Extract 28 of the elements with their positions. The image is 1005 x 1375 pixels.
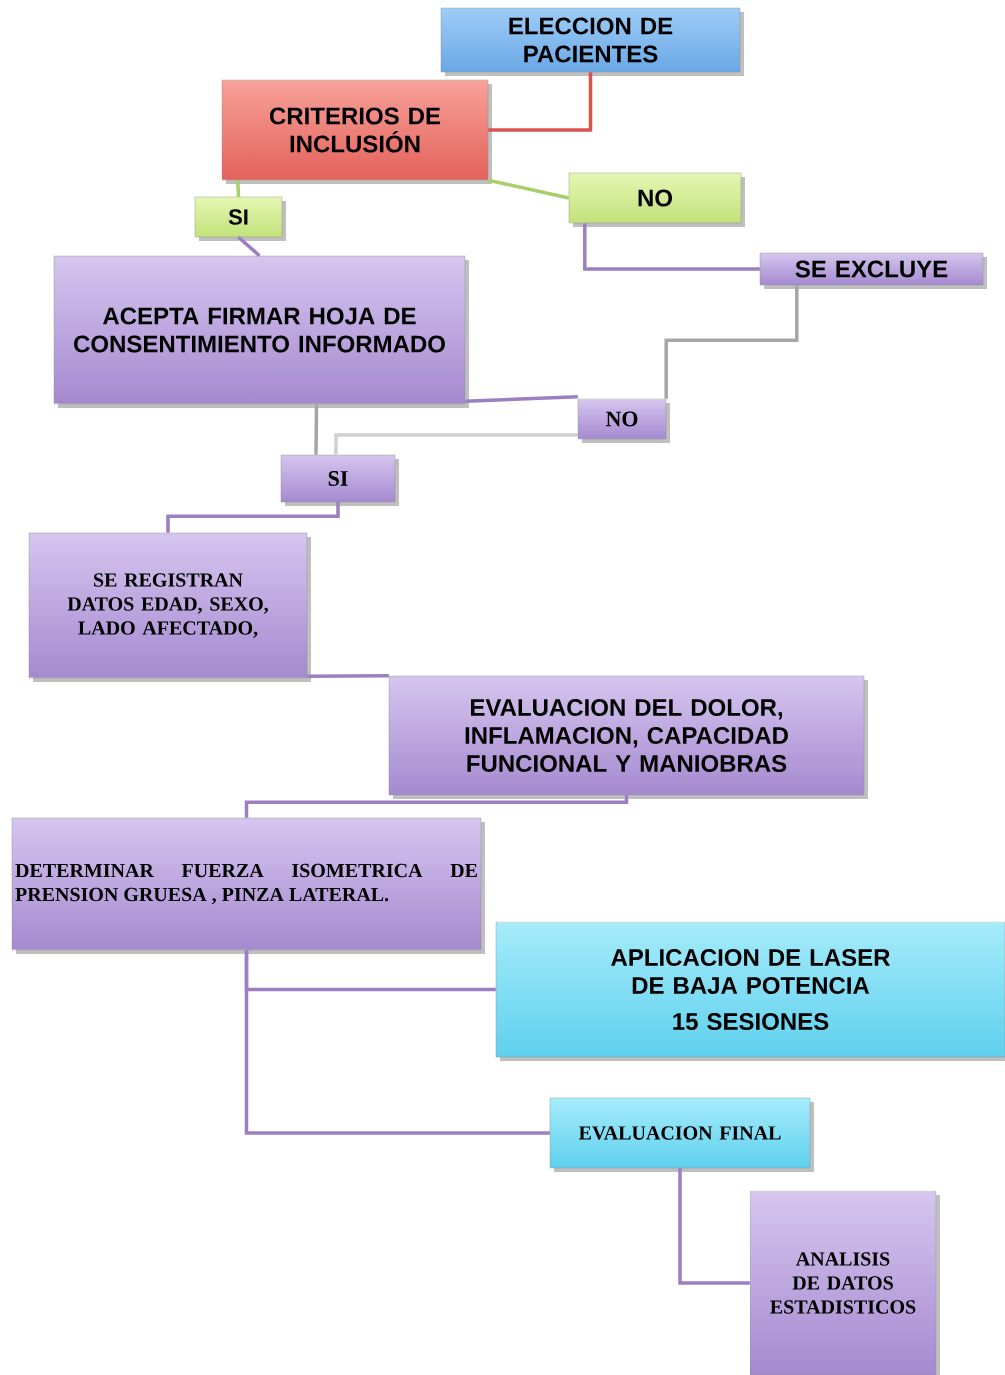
process-box: EVALUACION DEL DOLOR, INFLAMACION, CAPACIDAD FUNCIONAL Y MANIOBRAS bbox=[388, 675, 868, 799]
answer-box: SI bbox=[280, 454, 399, 506]
connector-line bbox=[488, 72, 593, 132]
connector-line bbox=[664, 285, 799, 399]
answer-box: SI bbox=[194, 196, 286, 241]
connector-line bbox=[236, 180, 241, 197]
process-box: ANALISIS DE DATOS ESTADISTICOS bbox=[749, 1190, 940, 1375]
connector-line bbox=[465, 395, 578, 403]
connector-line bbox=[307, 674, 389, 678]
process-box: EVALUACION FINAL bbox=[549, 1097, 814, 1172]
answer-box: NO bbox=[568, 172, 745, 227]
connector-line bbox=[237, 235, 261, 258]
connector-line bbox=[334, 433, 578, 455]
connector-line bbox=[244, 950, 550, 1135]
connector-line bbox=[678, 1168, 750, 1285]
process-box: DETERMINAR FUERZA ISOMETRICA DE PRENSION GRUESA , PINZA LATERAL. bbox=[11, 817, 485, 954]
process-box: ELECCION DE PACIENTES bbox=[440, 7, 744, 76]
process-box: CRITERIOS DE INCLUSIÓN bbox=[221, 79, 492, 184]
process-box: APLICACION DE LASER DE BAJA POTENCIA 15 SESIONES bbox=[495, 921, 1005, 1061]
connector-line bbox=[487, 178, 570, 200]
answer-box: NO bbox=[577, 398, 670, 443]
process-box: SE REGISTRAN DATOS EDAD, SEXO, LADO AFECTADO, bbox=[28, 532, 311, 682]
connector-line bbox=[314, 404, 319, 455]
process-box: ACEPTA FIRMAR HOJA DE CONSENTIMIENTO INFORMADO bbox=[53, 255, 469, 408]
connector-line bbox=[583, 223, 760, 271]
connector-line bbox=[166, 502, 340, 533]
connector-line bbox=[244, 795, 629, 818]
process-box: SE EXCLUYE bbox=[759, 252, 987, 289]
